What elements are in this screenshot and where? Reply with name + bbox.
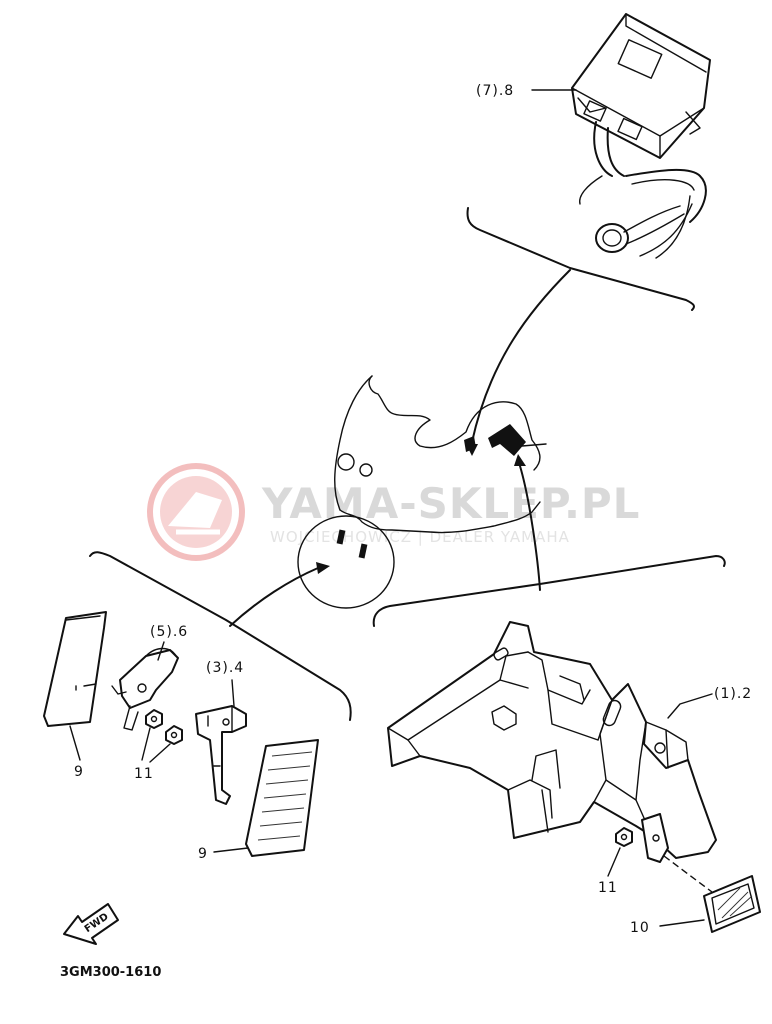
callout-part-3-4: (3).4	[206, 660, 244, 676]
stay-bracket-5-6	[111, 647, 179, 731]
callout-part-9-bottom: 9	[198, 846, 208, 862]
watermark-tagline: WOJCIECHOWICZ | DEALER YAMAHA	[270, 528, 570, 546]
leader-top-to-bike	[471, 269, 571, 443]
callout-part-1-2: (1).2	[714, 686, 752, 702]
watermark: YAMA-SKLEP.PL WOJCIECHOWICZ | DEALER YAM…	[147, 463, 640, 561]
reflector-lower	[245, 739, 319, 857]
watermark-brand: YAMA-SKLEP.PL	[261, 479, 640, 528]
reflector-rear-10	[703, 875, 761, 933]
reflector-stay-plate	[641, 813, 669, 863]
callout-leader-9-bottom	[213, 847, 249, 853]
callout-leader-11-right	[607, 847, 621, 877]
group-bracket-right	[372, 555, 726, 627]
group-bracket-top	[466, 207, 695, 311]
callout-leader-5-6	[157, 641, 165, 661]
callout-part-11-left: 11	[134, 766, 154, 782]
motorcycle-silhouette	[297, 375, 547, 609]
callout-leader-9-top	[69, 725, 81, 761]
callout-part-7-8: (7).8	[476, 83, 514, 99]
callout-leader-3-4	[231, 679, 235, 707]
group-bracket-left	[89, 551, 352, 721]
leader-left-to-bike	[229, 567, 319, 627]
forward-direction-arrow: FWD	[63, 903, 119, 945]
reflector-upper	[43, 611, 107, 727]
callout-part-5-6: (5).6	[150, 624, 188, 640]
callout-leader-11-left	[141, 727, 171, 763]
callout-part-9-top: 9	[74, 764, 84, 780]
nut-right	[615, 827, 633, 847]
nut-left-a	[145, 709, 163, 729]
callout-part-11-right: 11	[598, 880, 618, 896]
watermark-logo	[147, 463, 245, 561]
control-unit-assembly	[571, 13, 711, 259]
assembly-dashed-line	[663, 855, 713, 893]
callout-part-10: 10	[630, 920, 650, 936]
stay-bracket-3-4	[195, 705, 247, 805]
drawing-code: 3GM300-1610	[60, 965, 161, 980]
nut-left-b	[165, 725, 183, 745]
callout-leader-1-2	[667, 693, 713, 719]
leader-right-to-bike	[519, 465, 541, 591]
callout-leader-10	[659, 919, 705, 927]
rear-bracket-1-2	[387, 621, 717, 859]
